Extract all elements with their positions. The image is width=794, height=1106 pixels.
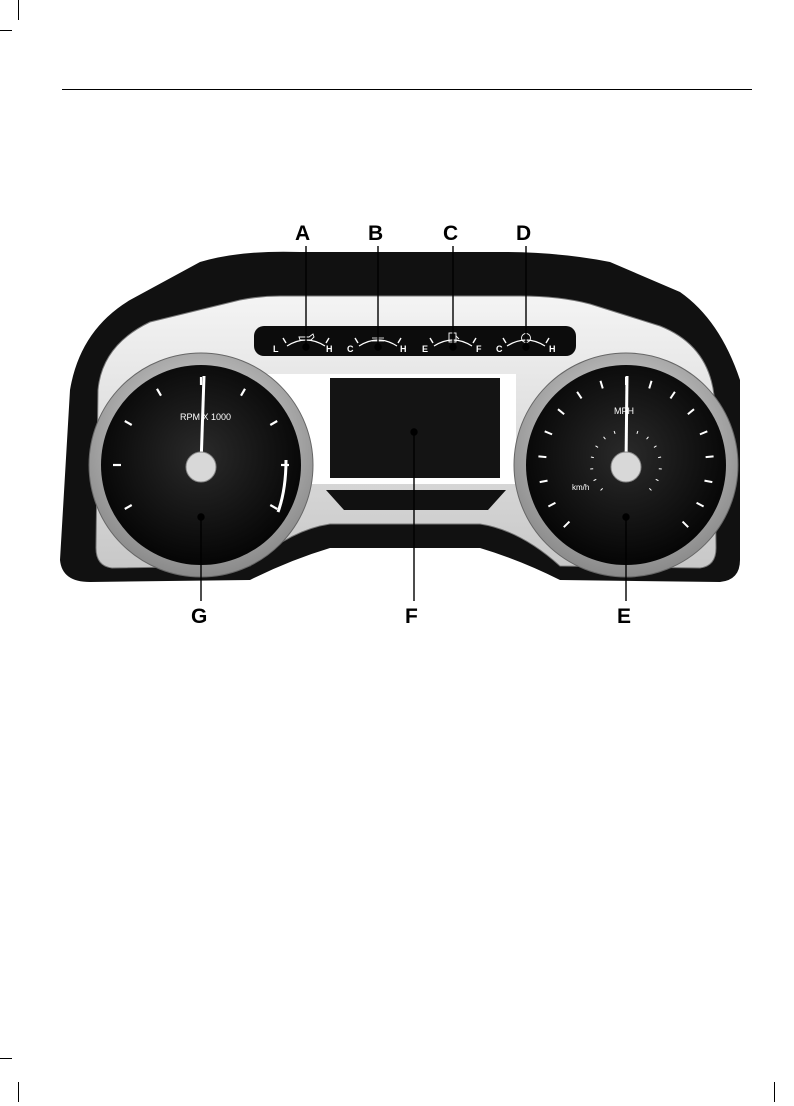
gauge-c-high-label: F [476, 344, 482, 354]
gauge-a-low-label: L [273, 344, 279, 354]
gauge-a-high-label: H [326, 344, 333, 354]
auxiliary-gauge-strip [254, 326, 576, 356]
crop-mark-top-left [18, 0, 19, 20]
callout-c: C [443, 222, 458, 245]
gauge-d-high-label: H [549, 344, 556, 354]
speedometer-label: MPH [614, 406, 634, 416]
gauge-d-low-label: C [496, 344, 503, 354]
speedometer-inner-tick [591, 457, 594, 458]
gauge-b-high-label: H [400, 344, 407, 354]
gauge-c-low-label: E [422, 344, 428, 354]
callout-d: D [516, 222, 531, 245]
tachometer-hub [186, 452, 216, 482]
speedometer-hub [611, 452, 641, 482]
crop-mark-bottom-left [18, 1082, 19, 1102]
speedometer-tick [538, 456, 546, 457]
speedometer-secondary-label: km/h [572, 483, 589, 492]
callout-b: B [368, 222, 383, 245]
instrument-cluster-diagram: L H C H E F C H [0, 200, 794, 640]
crop-mark-bottom-left-h [0, 1058, 12, 1059]
callout-g: G [191, 605, 207, 628]
speedometer-inner-tick [658, 457, 661, 458]
callout-e: E [617, 605, 631, 628]
tachometer-label: RPM X 1000 [180, 412, 231, 422]
crop-mark-bottom-right [774, 1082, 775, 1102]
center-display-screen [330, 378, 500, 478]
speedometer-tick [706, 456, 714, 457]
header-rule [62, 89, 752, 90]
crop-mark-top-left-h [0, 30, 12, 31]
gauge-b-low-label: C [347, 344, 354, 354]
callout-f: F [405, 605, 418, 628]
callout-a: A [295, 222, 310, 245]
lower-display-strip [326, 490, 506, 510]
